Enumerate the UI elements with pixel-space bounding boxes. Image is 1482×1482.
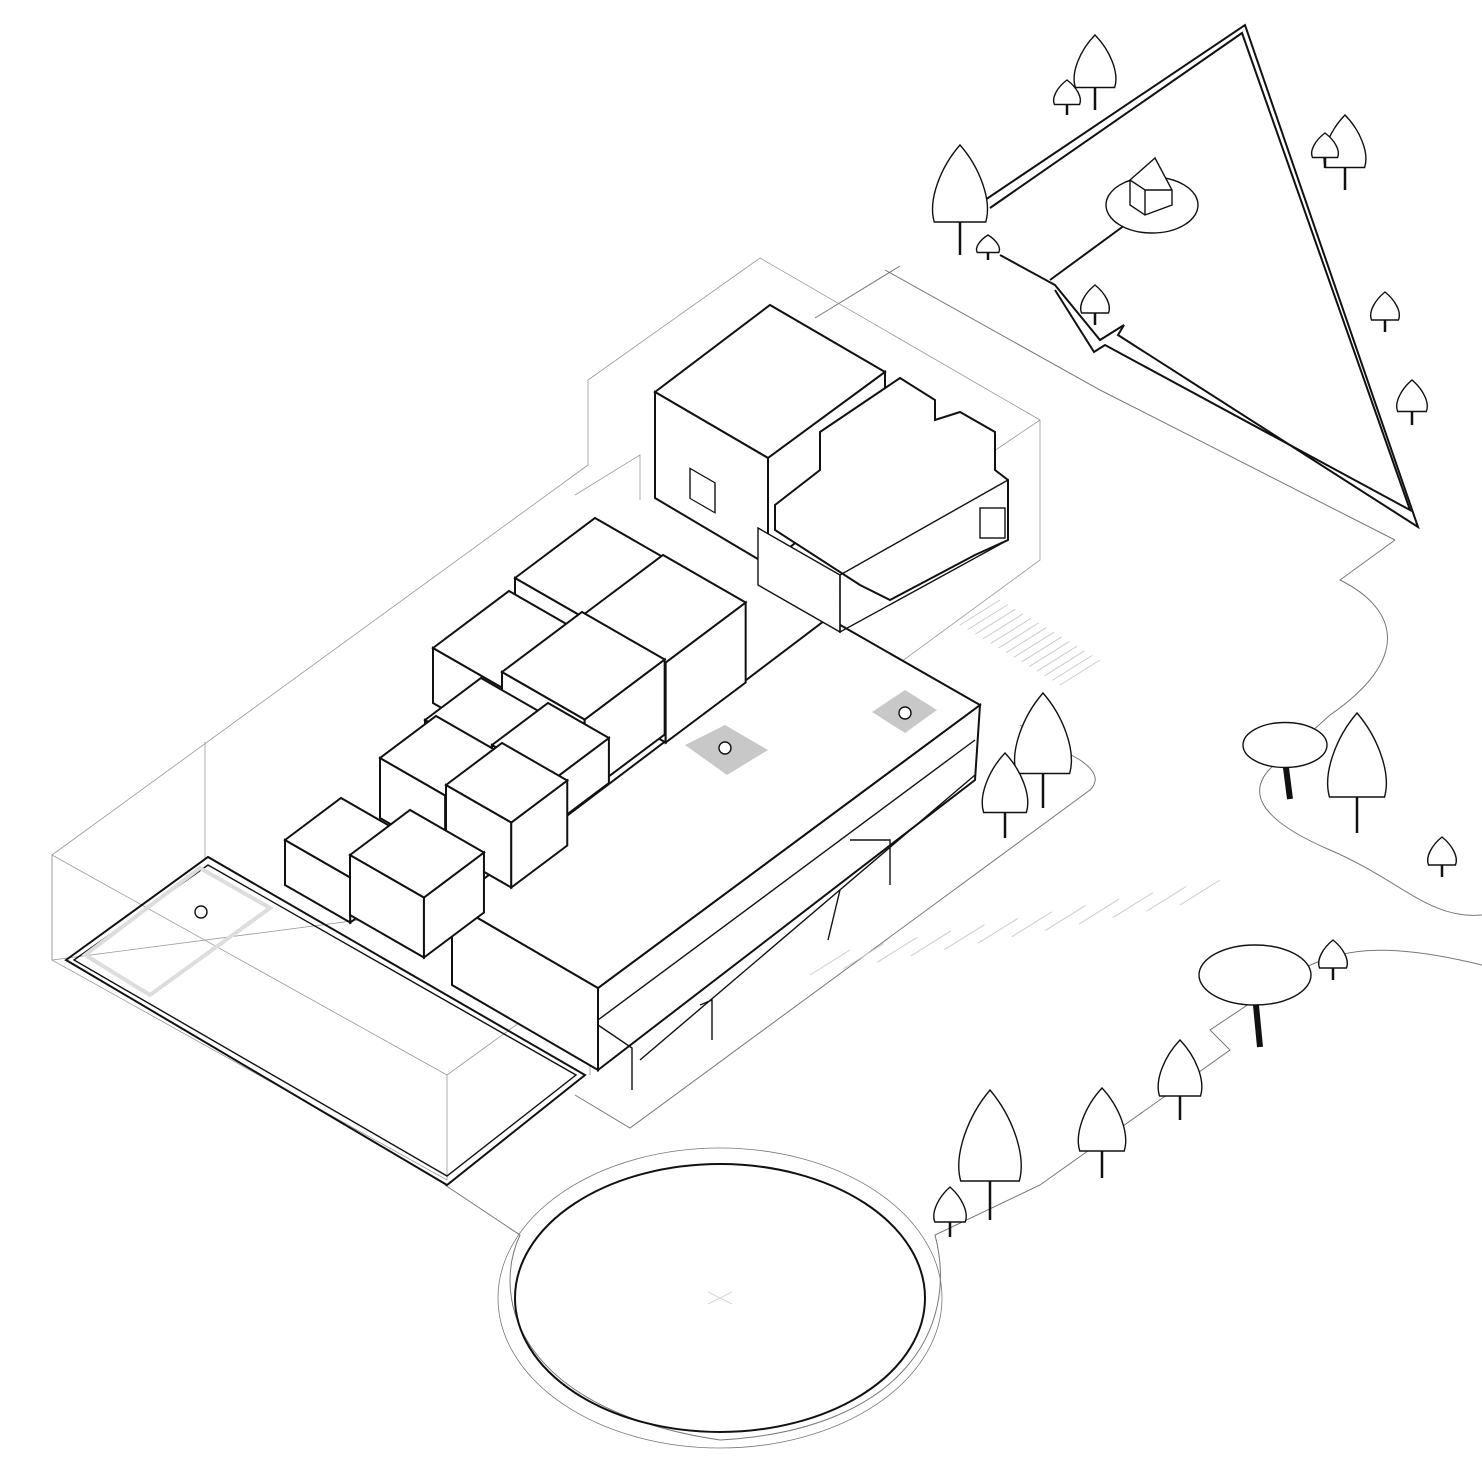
tree-icon <box>1198 944 1312 1048</box>
parking-stripe <box>990 618 1032 644</box>
skylight-icon <box>898 706 912 720</box>
parking-stripe <box>1021 636 1062 663</box>
tree-icon <box>1077 1086 1127 1178</box>
parking-stripe <box>1028 641 1070 667</box>
tree-icon <box>1310 132 1340 168</box>
triangle-lot <box>984 23 1420 530</box>
parking-stripe <box>1078 898 1120 925</box>
tree-icon <box>1327 711 1387 833</box>
tree-icon <box>1370 291 1400 332</box>
parking-stripe <box>1011 911 1053 938</box>
building-box <box>444 741 570 890</box>
studio-boxes <box>283 516 748 960</box>
parking-stripe <box>1112 892 1153 919</box>
parking-stripe <box>1005 627 1047 654</box>
parking-stripe <box>1045 905 1086 931</box>
parking-stripe <box>1059 659 1101 686</box>
skylight-icon <box>718 741 732 755</box>
house-icon <box>1129 156 1173 216</box>
parking-stripe <box>809 949 851 976</box>
tree-icon <box>1073 33 1117 110</box>
plaza <box>64 855 587 1187</box>
parking-stripe <box>998 622 1039 649</box>
parking-stripe <box>1146 885 1187 912</box>
tree-icon <box>1052 79 1082 115</box>
tree-icon <box>931 143 989 255</box>
parking-stripe <box>975 608 1016 635</box>
main-building <box>450 616 982 1090</box>
tree-icon <box>958 1088 1022 1220</box>
parking-stripe <box>1036 645 1078 672</box>
parking-stripe <box>959 599 1001 626</box>
parking-stripe <box>877 936 918 963</box>
parking-stripe <box>1044 650 1085 677</box>
tree-icon <box>1013 691 1073 808</box>
skylight-icon <box>194 905 208 919</box>
parking-stripe <box>1013 631 1055 658</box>
parking-stripe <box>977 917 1019 944</box>
parking-stripes <box>809 599 1221 976</box>
parking-stripe <box>1179 879 1221 906</box>
building-box <box>348 808 486 960</box>
parking-stripe <box>1052 654 1093 681</box>
parking-stripe <box>944 924 985 950</box>
circular-lawn <box>497 1147 943 1449</box>
tree-icon <box>981 751 1029 838</box>
tree-icon <box>1157 1038 1203 1120</box>
parking-stripe <box>967 604 1008 631</box>
trees <box>931 33 1457 1237</box>
tree-icon <box>1396 379 1428 425</box>
tree-icon <box>1427 836 1457 877</box>
tree-icon <box>933 1186 967 1237</box>
buildings <box>283 303 1009 1090</box>
annex-block <box>757 376 1009 634</box>
tree-icon <box>975 234 1001 260</box>
parking-stripe <box>982 613 1024 640</box>
parking-stripe <box>843 943 884 970</box>
parking-stripe <box>910 930 952 957</box>
tree-icon <box>1318 939 1348 980</box>
tree-icon <box>1080 284 1110 325</box>
tree-icon <box>1242 721 1328 800</box>
